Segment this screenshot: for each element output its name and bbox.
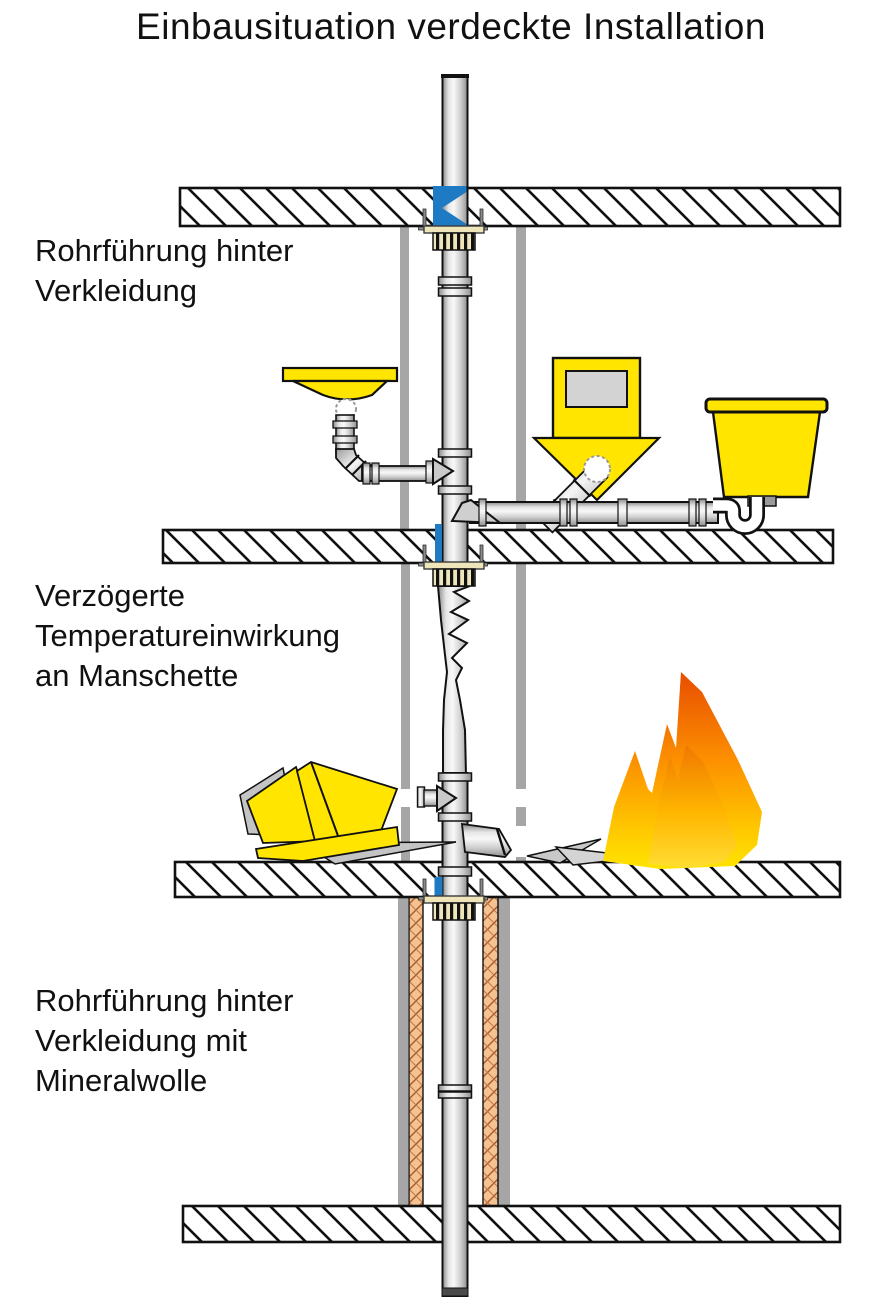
cladding-rails-floor1	[400, 226, 526, 530]
floor-slabs	[161, 186, 842, 1244]
label-line: Verkleidung	[35, 273, 198, 308]
pipe-seal-slab3	[434, 877, 443, 905]
mineral-wool-left	[408, 896, 424, 1207]
floor-slab-2	[161, 528, 835, 565]
label-line: an Manschette	[35, 658, 239, 693]
fire-collar-3	[418, 878, 488, 921]
floor-slab-1	[178, 186, 842, 228]
label-line: Temperatureinwirkung	[35, 618, 340, 653]
label-line: Verkleidung mit	[35, 1023, 247, 1058]
label-line: Rohrführung hinter	[35, 233, 294, 268]
bathtub-group	[704, 397, 829, 507]
mineral-wool-right	[482, 896, 499, 1207]
pipe-couplings	[437, 276, 473, 1099]
branch-arrow-fitting	[432, 457, 455, 486]
p-trap	[713, 497, 765, 535]
cladding-rails-fire-floor	[401, 563, 526, 862]
label-delayed-temperature: Verzögerte Temperatureinwirkung an Mansc…	[35, 576, 340, 696]
floor-slab-4	[181, 1204, 842, 1244]
pipe-seal-slab2	[435, 524, 442, 564]
pipe-seals	[433, 186, 469, 905]
label-line: Verzögerte	[35, 578, 185, 613]
bathtub-rim	[704, 397, 829, 414]
bathtub-body	[711, 410, 822, 499]
cladding-rail-left	[398, 897, 408, 1206]
washbasin-rim	[281, 366, 399, 383]
page-title: Einbausituation verdeckte Installation	[136, 6, 766, 47]
wc-cistern-panel	[565, 370, 628, 408]
washbasin-group	[281, 366, 455, 486]
burnt-debris	[239, 761, 457, 865]
melted-branch-stub-left	[416, 784, 458, 813]
cladding-rail-right	[498, 897, 510, 1206]
label-pipe-behind-cladding: Rohrführung hinter Verkleidung	[35, 231, 294, 311]
flames	[603, 672, 762, 869]
melted-pipe-section	[436, 585, 471, 777]
collector-pipe	[469, 501, 719, 524]
drain-outlet	[335, 398, 357, 420]
label-line: Rohrführung hinter	[35, 983, 294, 1018]
stack-branch-fitting	[450, 498, 504, 525]
floor-slab-3	[173, 860, 842, 899]
fire-damage-group	[239, 672, 762, 869]
collector-pipe-group	[450, 498, 719, 527]
melted-branch-elbow-right	[460, 822, 513, 858]
fire-collars	[418, 208, 488, 921]
main-stack-pipe	[436, 74, 473, 1297]
fire-collar-1	[418, 208, 488, 251]
drain-outlet	[583, 455, 611, 483]
fire-collar-2	[418, 544, 488, 587]
label-line: Mineralwolle	[35, 1063, 208, 1098]
washbasin-bowl	[292, 379, 390, 401]
label-pipe-behind-cladding-mineral-wool: Rohrführung hinter Verkleidung mit Miner…	[35, 981, 294, 1101]
